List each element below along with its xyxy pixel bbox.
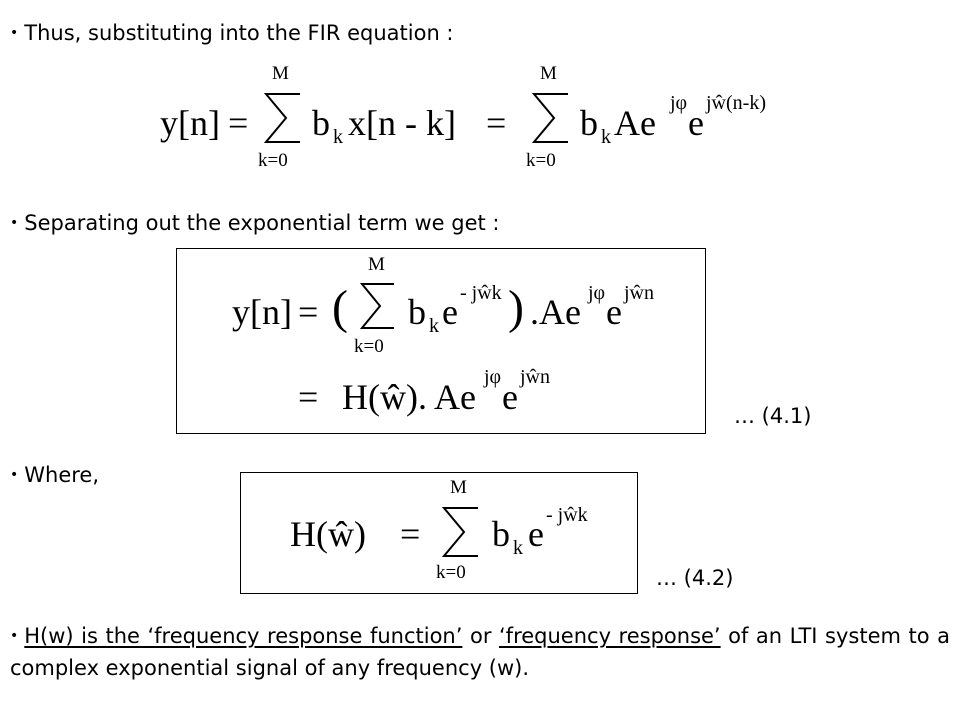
eq2-e: e xyxy=(442,292,458,332)
para-part2: of an LTI system to a complex exponentia… xyxy=(10,624,950,680)
eq2-exp-phi: jφ xyxy=(588,282,606,304)
eq1-sum2-upper: M xyxy=(540,63,557,84)
eq2-line2-exp-phi: jφ xyxy=(484,366,502,388)
eq2-lparen: ( xyxy=(332,281,348,334)
bullet-text: Separating out the exponential term we g… xyxy=(24,211,500,235)
eq1-x-term: x[n - k] xyxy=(348,103,456,143)
eq1-sum2-lower: k=0 xyxy=(526,150,556,171)
eq2-sum-lower: k=0 xyxy=(354,336,384,357)
eq1-b2: b xyxy=(580,103,598,143)
bullet-dot: • xyxy=(10,215,19,231)
eq2-sum-upper: M xyxy=(368,254,385,275)
bullet-dot: • xyxy=(10,467,19,483)
eq2-lhs: y[n] xyxy=(232,292,292,332)
eq2-b: b xyxy=(408,292,426,332)
eq3-sum-upper: M xyxy=(450,477,467,498)
eq2-exp-inner: - jŵk xyxy=(460,282,502,304)
eq3-lhs: H(ŵ) xyxy=(290,514,366,554)
eq2-rparen: ) xyxy=(508,281,524,334)
term-frequency-response-function: ‘frequency response function’ xyxy=(147,624,463,648)
eq3-equals: = xyxy=(400,514,421,554)
eq1-equals: = xyxy=(228,103,249,143)
eq3-b: b xyxy=(492,514,510,554)
eq2-equals: = xyxy=(298,292,319,332)
bullet-dot: • xyxy=(10,25,19,41)
bullet-dot: • xyxy=(10,628,19,644)
frequency-response-definition: • H(w) is the ‘frequency response functio… xyxy=(10,620,950,684)
eq1-equals-2: = xyxy=(486,103,507,143)
eq2-line2-Ae: Ae xyxy=(434,377,476,417)
eq1-e: e xyxy=(688,103,704,143)
equation-box-4-1 xyxy=(176,248,706,434)
eq1-k-sub: k xyxy=(333,126,343,148)
bullet-separating: • Separating out the exponential term we … xyxy=(10,210,500,236)
eq2-exp-wn: jŵn xyxy=(624,282,654,304)
eq3-exp: - jŵk xyxy=(546,504,588,526)
bullet-text: Where, xyxy=(24,463,100,487)
eq3-sum-lower: k=0 xyxy=(436,562,466,583)
eq2-line2-e: e xyxy=(502,377,518,417)
eq2-line2-equals: = xyxy=(298,377,319,417)
summation-icon xyxy=(359,283,394,329)
eq1-Ae: Ae xyxy=(614,103,656,143)
eq1-exp-wnk: jŵ(n-k) xyxy=(706,92,766,114)
eq1-exp-phi: jφ xyxy=(670,92,688,114)
equation-ref-4-2: … (4.2) xyxy=(656,566,734,590)
summation-icon xyxy=(531,93,568,143)
eq3-k-sub: k xyxy=(513,537,523,559)
eq3-e: e xyxy=(528,514,544,554)
para-part1: H(w) is the xyxy=(24,624,148,648)
term-frequency-response: ‘frequency response’ xyxy=(499,624,721,648)
eq2-e2: e xyxy=(606,292,622,332)
bullet-text: Thus, substituting into the FIR equation… xyxy=(24,21,454,45)
eq2-line2-exp-wn: jŵn xyxy=(520,366,550,388)
equation-ref-4-1: … (4.1) xyxy=(734,404,812,428)
para-mid: or xyxy=(462,624,499,648)
eq2-k-sub: k xyxy=(429,315,439,337)
eq1-lhs: y[n] xyxy=(160,103,220,143)
summation-icon xyxy=(441,507,478,557)
eq1-k2-sub: k xyxy=(601,126,611,148)
bullet-where: • Where, xyxy=(10,462,99,488)
summation-icon xyxy=(263,93,300,143)
eq2-dot-Ae: .Ae xyxy=(530,292,581,332)
equation-box-4-2 xyxy=(240,472,638,594)
eq1-b: b xyxy=(312,103,330,143)
eq1-sum-lower: k=0 xyxy=(258,150,288,171)
eq2-line2-H: H(ŵ). xyxy=(342,377,427,417)
eq1-sum-upper: M xyxy=(272,63,289,84)
bullet-substituting: • Thus, substituting into the FIR equatio… xyxy=(10,20,454,46)
